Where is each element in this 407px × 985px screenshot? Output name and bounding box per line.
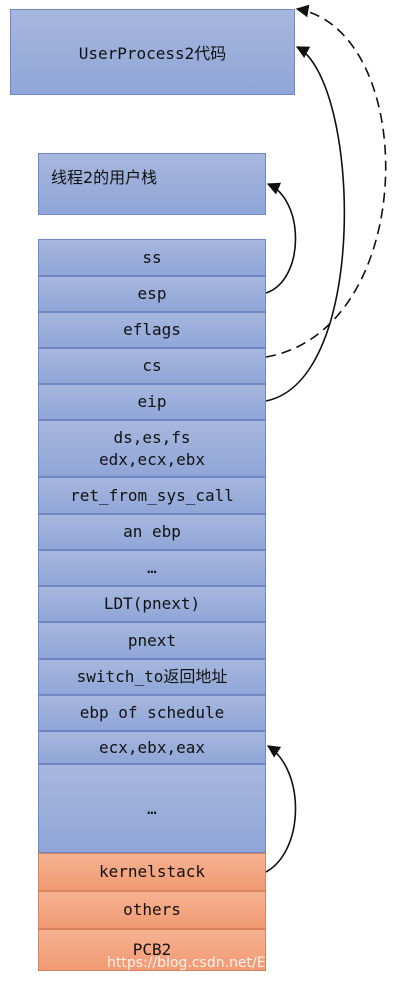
stack-cell-kernelstack-label: kernelstack [99,862,205,881]
stack-cell-ss: ss [38,239,266,276]
stack-cell-ellipsis-2: … [38,764,266,853]
arrow-kernelstack-to-ecx [265,745,297,873]
stack-cell-ellipsis-2-label: … [147,798,157,818]
stack-cell-pcb2: PCB2 [38,929,266,971]
stack-cell-others: others [38,891,266,929]
stack-cell-others-label: others [123,900,181,919]
stack-cell-ebp-of-schedule: ebp of schedule [38,695,266,731]
stack-cell-seg-regs-line1: ds,es,fs [113,427,191,447]
stack-cell-cs-label: cs [142,356,162,375]
stack-cell-ldt-pnext-label: LDT(pnext) [103,594,201,613]
arrow-cs-to-code-dashed [265,4,387,358]
stack-cell-an-ebp: an ebp [38,514,266,550]
stack-cell-ebp-of-schedule-label: ebp of schedule [79,703,225,722]
arrow-eip-to-code [265,46,346,402]
stack-cell-cs: cs [38,348,266,384]
stack-cell-ellipsis-1: … [38,550,266,586]
stack-cell-eip-label: eip [137,392,167,411]
stack-cell-eip: eip [38,384,266,420]
stack-cell-pnext-label: pnext [127,630,177,650]
stack-cell-esp-label: esp [137,284,167,303]
stack-cell-kernelstack: kernelstack [38,853,266,891]
stack-cell-ldt-pnext: LDT(pnext) [38,586,266,622]
stack-cell-pnext: pnext [38,622,266,659]
stack-cell-an-ebp-label: an ebp [123,522,181,541]
stack-cell-eflags: eflags [38,312,266,348]
stack-cell-ellipsis-1-label: … [147,558,157,577]
thread2-user-stack-label: 线程2的用户栈 [51,168,158,187]
thread2-user-stack-box: 线程2的用户栈 [38,153,266,215]
arrow-esp-to-user-stack [265,182,297,294]
stack-cell-ret-from-sys-call: ret_from_sys_call [38,477,266,514]
stack-cell-switch-to-return: switch_to返回地址 [38,659,266,695]
stack-cell-pcb2-label: PCB2 [132,940,172,959]
stack-cell-eflags-label: eflags [123,320,181,339]
userprocess2-code-box: UserProcess2代码 [10,9,295,95]
stack-cell-seg-regs: ds,es,fs edx,ecx,ebx [38,420,266,477]
stack-cell-ss-label: ss [142,247,162,267]
stack-cell-ret-from-sys-call-label: ret_from_sys_call [70,485,234,505]
stack-cell-seg-regs-line2: edx,ecx,ebx [99,449,205,469]
stack-cell-ecx-ebx-eax: ecx,ebx,eax [38,731,266,764]
stack-cell-ecx-ebx-eax-label: ecx,ebx,eax [99,737,205,757]
userprocess2-code-label: UserProcess2代码 [78,44,227,63]
watermark: https://blog.csdn.net/Ecust_applied_math [107,955,398,971]
stack-cell-switch-to-return-label: switch_to返回地址 [76,667,228,686]
stack-cell-esp: esp [38,276,266,312]
